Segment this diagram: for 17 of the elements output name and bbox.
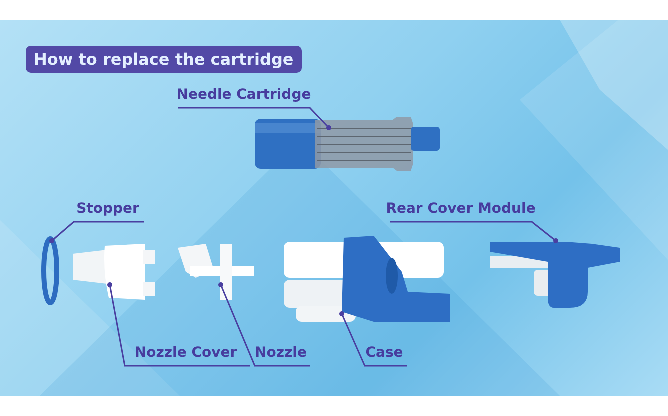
- leader-line: [50, 221, 144, 244]
- leader-line: [178, 107, 332, 130]
- part-label: Stopper: [72, 200, 144, 222]
- title-banner: How to replace the cartridge: [26, 46, 302, 73]
- part-label: Nozzle Cover: [122, 344, 250, 366]
- part-label: Rear Cover Module: [388, 200, 534, 222]
- part-label: Nozzle: [252, 344, 310, 366]
- ring-drawing: [41, 236, 60, 306]
- leader-line: [108, 282, 250, 367]
- leader-line: [340, 312, 407, 367]
- part-drawing: [71, 242, 157, 302]
- part-label: Needle Cartridge: [176, 86, 312, 108]
- leader-line: [390, 221, 558, 244]
- part-drawing: [253, 117, 442, 171]
- part-drawing: [176, 242, 255, 302]
- leader-line: [218, 282, 310, 367]
- part-label: Case: [362, 344, 407, 366]
